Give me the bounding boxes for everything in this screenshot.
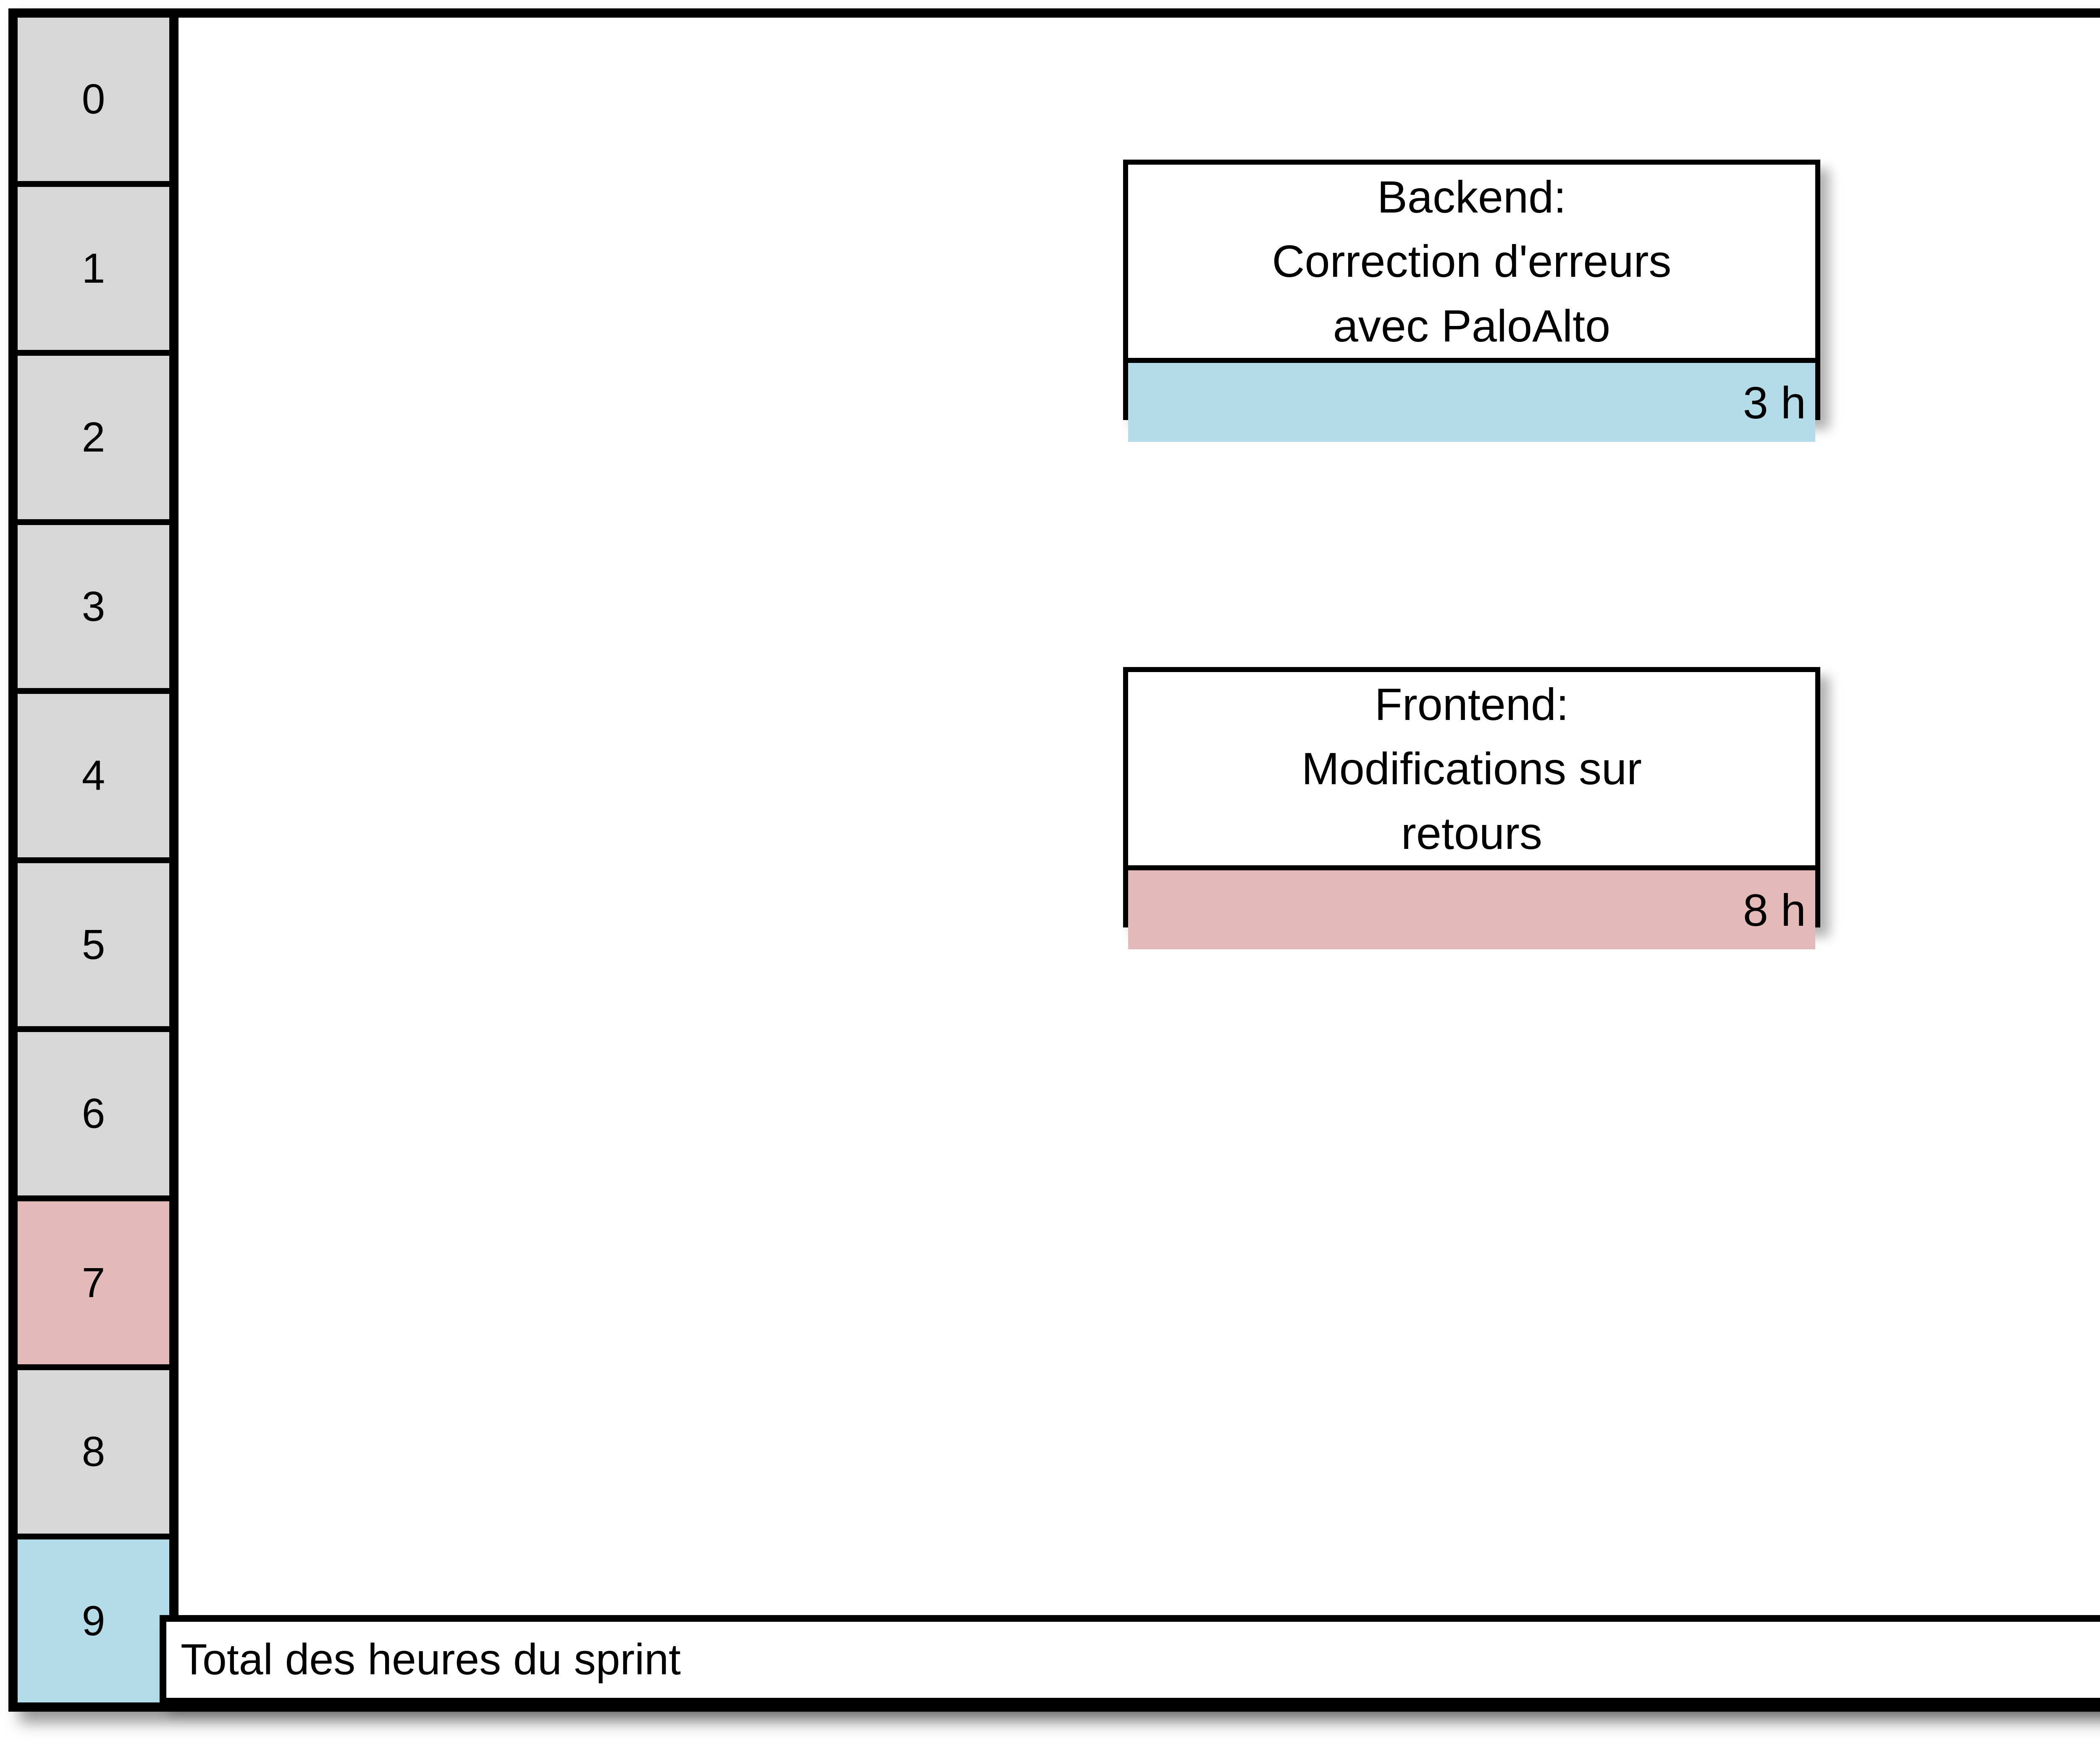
hour-cell-label: 9: [81, 1597, 105, 1644]
task-card-title: Backend: Correction d'erreurs avec PaloA…: [1272, 171, 1672, 351]
task-card-hours: 3 h: [1128, 358, 1815, 442]
hour-cell-1[interactable]: 1: [18, 186, 169, 356]
hour-cell-4[interactable]: 4: [18, 694, 169, 863]
hour-cell-3[interactable]: 3: [18, 525, 169, 694]
hour-cell-label: 5: [81, 921, 105, 968]
task-card-hours: 8 h: [1128, 865, 1815, 950]
hour-cell-label: 6: [81, 1090, 105, 1137]
task-card-frontend[interactable]: Frontend: Modifications sur retours 8 h: [1123, 667, 1820, 950]
sprint-total-bar: Total des heures du sprint 11: [160, 1615, 2100, 1705]
hour-cell-label: 3: [81, 583, 105, 630]
sprint-board-canvas: Backend: Correction d'erreurs avec PaloA…: [178, 18, 2100, 1702]
task-card-title: Frontend: Modifications sur retours: [1301, 679, 1642, 859]
hour-cell-label: 8: [81, 1428, 105, 1476]
hour-cell-label: 0: [81, 76, 105, 123]
sprint-total-label: Total des heures du sprint: [181, 1635, 681, 1684]
hour-cell-label: 4: [81, 752, 105, 799]
hour-cell-7[interactable]: 7: [18, 1201, 169, 1370]
hour-cell-8[interactable]: 8: [18, 1370, 169, 1539]
task-card-backend[interactable]: Backend: Correction d'erreurs avec PaloA…: [1123, 160, 1820, 442]
hour-cell-5[interactable]: 5: [18, 863, 169, 1032]
sprint-hour-scale: 0 1 2 3 4 5 6 7 8 9: [18, 18, 178, 1702]
sprint-board-frame: 0 1 2 3 4 5 6 7 8 9 Backend: Correction …: [8, 8, 2100, 1712]
hour-cell-2[interactable]: 2: [18, 356, 169, 525]
hour-cell-9[interactable]: 9: [18, 1539, 169, 1702]
hour-cell-6[interactable]: 6: [18, 1032, 169, 1201]
hour-cell-0[interactable]: 0: [18, 18, 169, 187]
hour-cell-label: 1: [81, 244, 105, 292]
hour-cell-label: 2: [81, 414, 105, 461]
hour-cell-label: 7: [81, 1259, 105, 1306]
